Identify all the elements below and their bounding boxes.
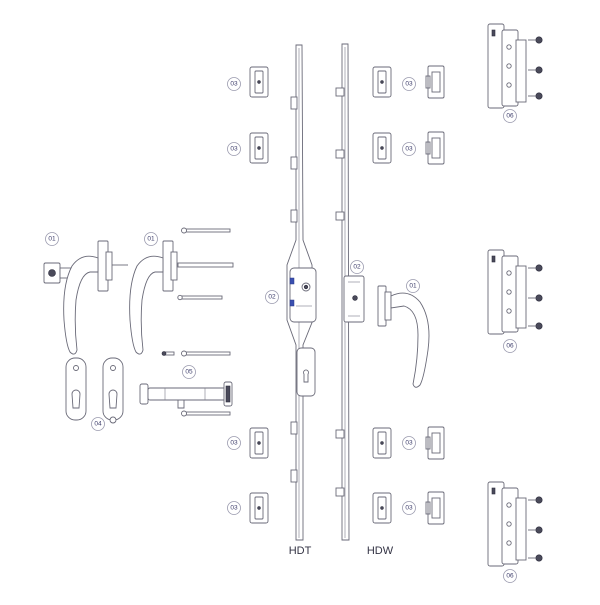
label-hdt: HDT [289, 545, 312, 557]
strike-plate-left-4 [249, 492, 269, 524]
svg-text:03: 03 [230, 505, 238, 512]
window-handle-with-key [43, 240, 128, 355]
callout-06-hinge-top: 06 [503, 109, 517, 123]
svg-text:01: 01 [147, 236, 155, 243]
svg-text:04: 04 [94, 421, 102, 428]
cylinder-screw [181, 410, 231, 417]
strike-plate-left-2 [249, 132, 269, 164]
hinge-top [487, 23, 543, 109]
svg-text:06: 06 [506, 343, 514, 350]
window-handle-middle [129, 240, 234, 355]
strike-plate-left-3 [249, 427, 269, 459]
callout-06-hinge-middle: 06 [503, 339, 517, 353]
svg-text:02: 02 [353, 264, 361, 271]
svg-text:01: 01 [409, 283, 417, 290]
callout-03-right-4: 03 [402, 501, 416, 515]
callout-06-hinge-bottom: 06 [503, 569, 517, 583]
window-handle-right [377, 285, 430, 388]
callout-03-left-4: 03 [227, 501, 241, 515]
strike-plate-left-1 [249, 66, 269, 98]
callout-02-hdt: 02 [265, 290, 279, 304]
svg-text:06: 06 [506, 113, 514, 120]
callout-03-left-3: 03 [227, 436, 241, 450]
hinge-bottom [487, 481, 543, 567]
strike-plate-right-2 [372, 131, 445, 165]
callout-01-handle-right: 01 [406, 279, 420, 293]
euro-cylinder [139, 381, 233, 409]
label-hdw: HDW [367, 545, 394, 557]
svg-text:01: 01 [48, 236, 56, 243]
svg-text:03: 03 [405, 505, 413, 512]
strike-plate-right-4 [372, 491, 445, 525]
callout-03-right-3: 03 [402, 436, 416, 450]
svg-text:03: 03 [230, 81, 238, 88]
escutcheon-rose-right [102, 357, 124, 424]
strike-plate-right-3 [372, 426, 445, 460]
callout-04-escutcheon: 04 [91, 417, 105, 431]
svg-text:03: 03 [405, 146, 413, 153]
callout-03-left-1: 03 [227, 77, 241, 91]
callout-03-right-1: 03 [402, 77, 416, 91]
fixing-bolt-mid [181, 350, 231, 357]
callout-01-handle-middle: 01 [144, 232, 158, 246]
callout-05-cylinder: 05 [182, 365, 196, 379]
hdw-lock-strip [335, 43, 365, 541]
escutcheon-rose-left [65, 357, 87, 421]
callout-03-right-2: 03 [402, 142, 416, 156]
fixing-bolt-top [181, 227, 231, 234]
svg-text:03: 03 [230, 146, 238, 153]
svg-text:03: 03 [230, 440, 238, 447]
svg-text:05: 05 [185, 369, 193, 376]
svg-text:06: 06 [506, 573, 514, 580]
svg-text:03: 03 [405, 81, 413, 88]
callout-03-left-2: 03 [227, 142, 241, 156]
small-screw [161, 351, 175, 356]
callout-01-handle-key: 01 [45, 232, 59, 246]
hdt-lock-strip [286, 44, 317, 541]
strike-plate-right-1 [372, 65, 445, 99]
callout-02-hdw: 02 [350, 260, 364, 274]
svg-text:02: 02 [268, 294, 276, 301]
svg-text:03: 03 [405, 440, 413, 447]
hinge-middle [487, 249, 543, 335]
